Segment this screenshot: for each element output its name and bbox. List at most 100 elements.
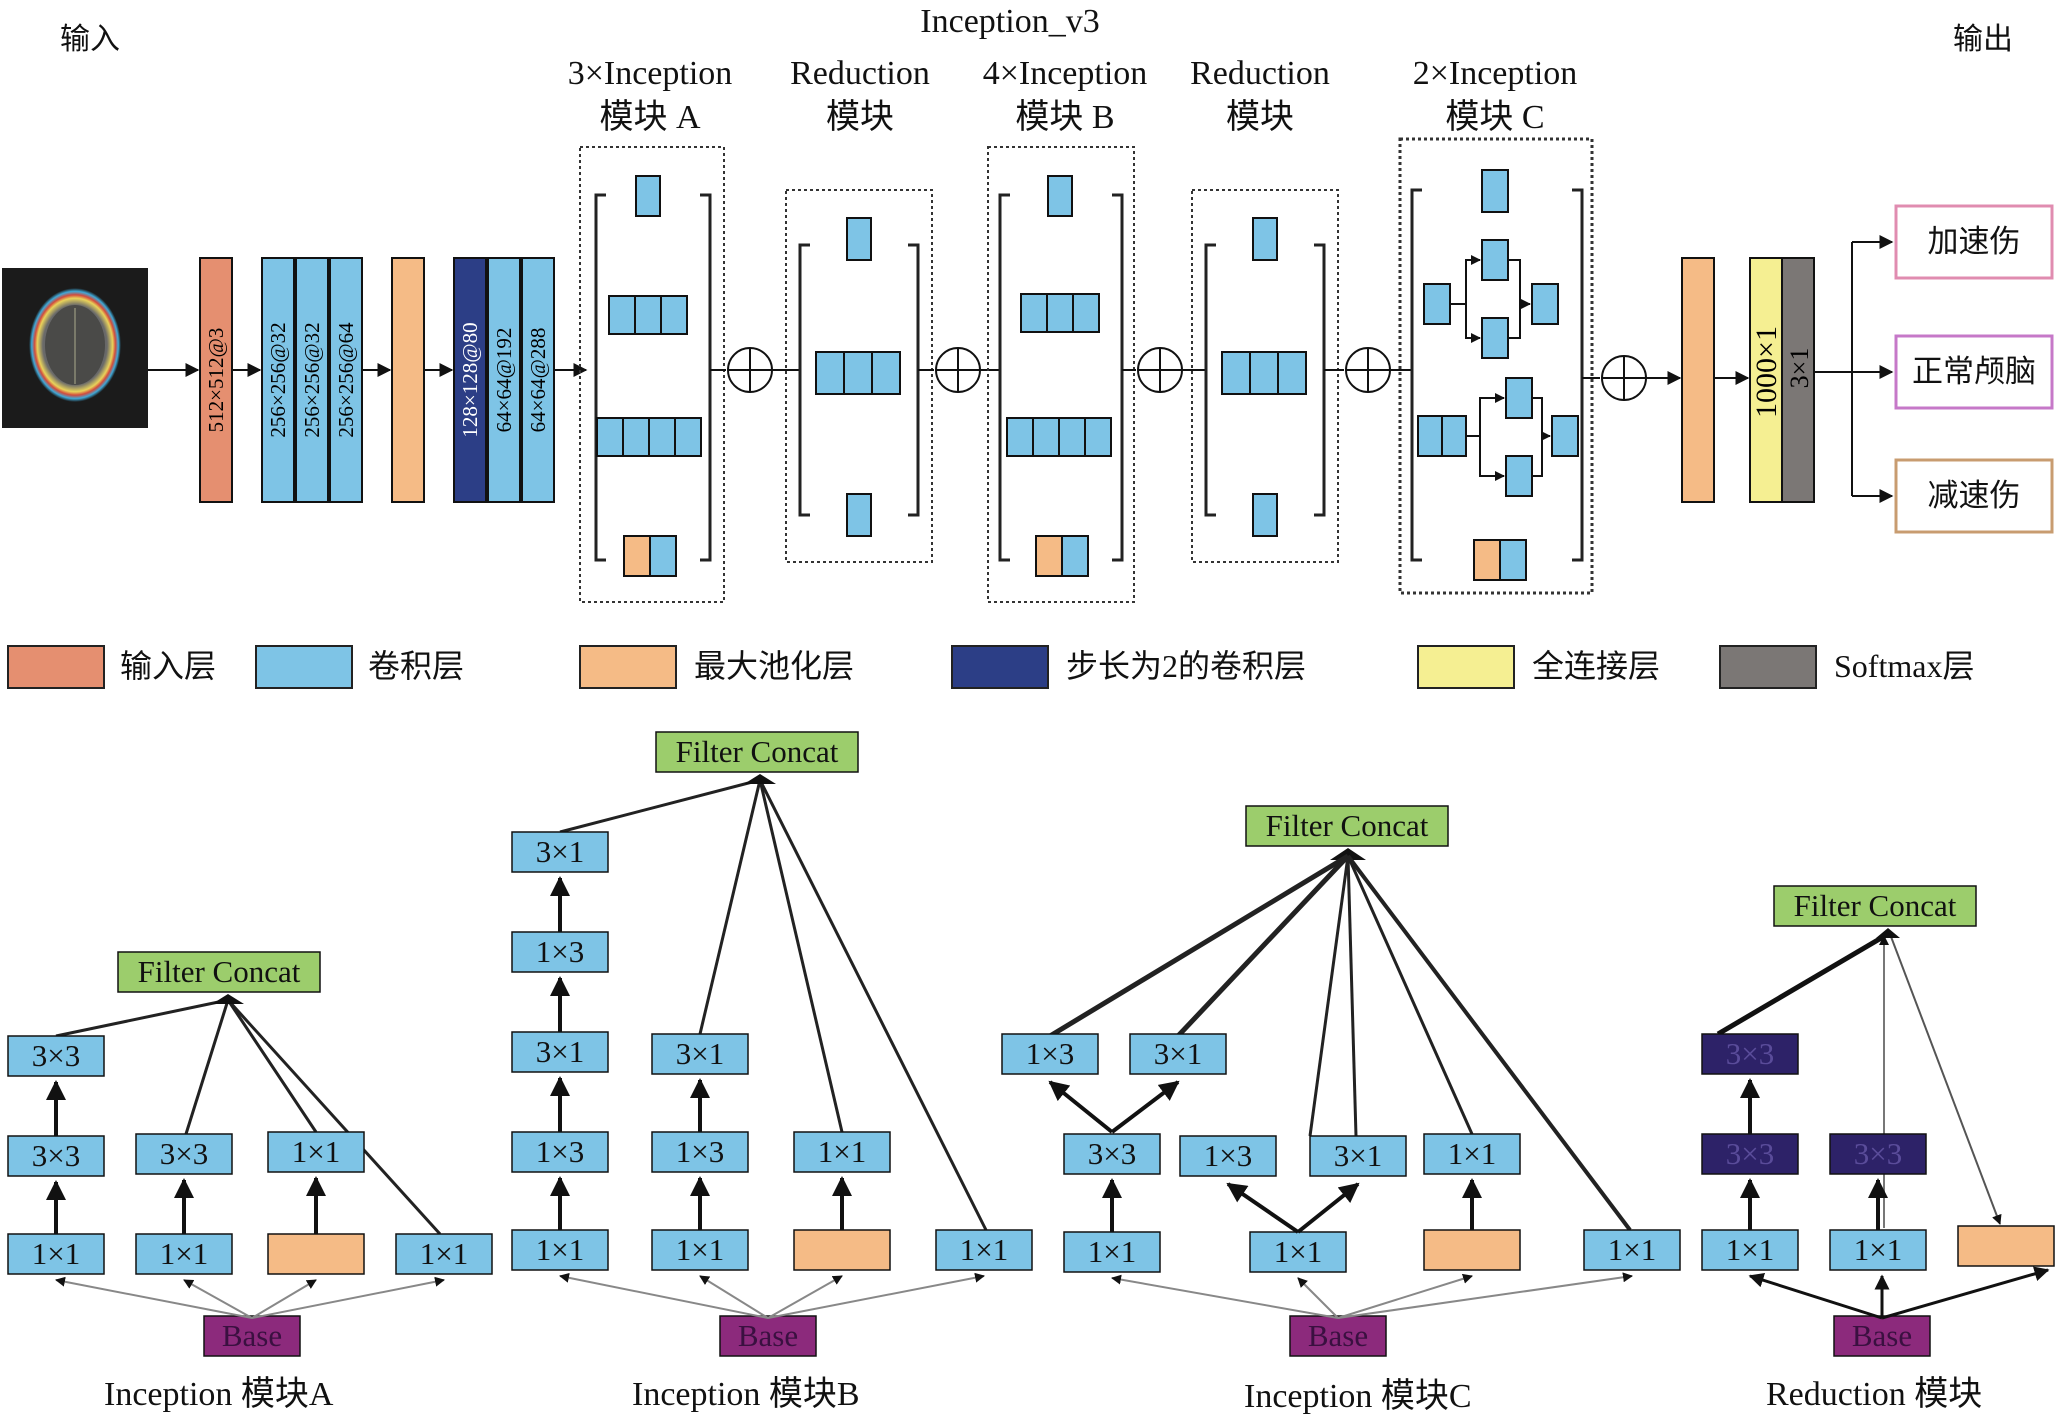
stride-conv-node	[1701, 1133, 1799, 1175]
conv-node	[511, 1229, 609, 1271]
conv-layer-block	[329, 257, 363, 503]
softmax-layer-block	[1781, 257, 1815, 503]
pool-node	[1957, 1225, 2055, 1267]
concat-circle-icon	[1137, 347, 1183, 393]
conv-layer-label: 64×64@288	[526, 328, 550, 433]
stride2-conv-block	[453, 257, 487, 503]
conv-node	[1179, 1135, 1277, 1177]
legend-label: 全连接层	[1532, 648, 1661, 684]
node-label: 3×1	[1333, 1138, 1383, 1173]
legend-label: 输入层	[120, 648, 217, 684]
legend-label: 最大池化层	[694, 648, 855, 684]
conv-node	[1129, 1033, 1227, 1075]
conv-node	[511, 1131, 609, 1173]
input-heading: 输入	[60, 23, 120, 56]
module-b-diagram	[511, 731, 1033, 1357]
stage-header-line2: 模块 C	[1445, 99, 1545, 137]
conv-layer-label: 256×256@32	[266, 322, 290, 437]
node-label: 1×1	[1087, 1234, 1137, 1269]
conv-layer-label: 256×256@32	[300, 322, 324, 437]
conv-node	[651, 1131, 749, 1173]
output-heading: 输出	[1953, 23, 2013, 56]
node-label: 3×3	[1853, 1136, 1903, 1171]
legend-label: Softmax层	[1834, 648, 1975, 684]
reduction-module-diagram	[1701, 885, 2055, 1357]
stage-inception-c	[1398, 137, 1594, 595]
module-c-diagram	[1001, 805, 1681, 1357]
conv-node	[1001, 1033, 1099, 1075]
network-title: Inception_v3	[920, 3, 1100, 40]
base-node	[1833, 1315, 1931, 1357]
output-box-acceleration	[1894, 204, 2054, 280]
module-a-diagram	[7, 951, 493, 1357]
node-label: 1×1	[159, 1236, 209, 1271]
node-label: 1×1	[535, 1232, 585, 1267]
output-label-acceleration: 加速伤	[1927, 224, 2021, 259]
base-label: Base	[221, 1318, 283, 1353]
input-layer-block	[199, 257, 233, 503]
stage-header-line2: 模块 A	[599, 99, 701, 137]
legend-label: 卷积层	[368, 648, 465, 684]
conv-node	[935, 1229, 1033, 1271]
node-label: 3×1	[675, 1036, 725, 1071]
maxpool-layer-block	[1681, 257, 1715, 503]
node-label: 1×1	[1607, 1232, 1657, 1267]
conv-node	[395, 1233, 493, 1275]
filter-concat-label: Filter Concat	[1265, 808, 1429, 843]
conv-node	[1063, 1133, 1161, 1175]
base-label: Base	[737, 1318, 799, 1353]
output-label-normal: 正常颅脑	[1912, 354, 2036, 389]
conv-node	[135, 1133, 233, 1175]
conv-layer-label: 256×256@64	[334, 322, 358, 438]
stage-header-line1: 2×Inception	[1412, 55, 1578, 92]
conv-layer-block	[261, 257, 295, 503]
stage-header-reduction-1: Reduction 模块	[760, 52, 960, 140]
stage-header-line1: Reduction	[790, 55, 930, 92]
maxpool-layer-block	[391, 257, 425, 503]
conv-node	[651, 1229, 749, 1271]
node-label: 1×1	[1447, 1136, 1497, 1171]
output-label-deceleration: 减速伤	[1927, 478, 2021, 513]
node-label: 1×1	[1853, 1232, 1903, 1267]
module-c-caption: Inception 模块C	[1244, 1378, 1472, 1415]
node-label: 3×3	[1725, 1036, 1775, 1071]
conv-node	[511, 831, 609, 873]
node-label: 1×1	[291, 1134, 341, 1169]
stage-inception-a	[579, 146, 725, 603]
output-box-normal	[1894, 334, 2054, 410]
stride-conv-node	[1701, 1033, 1799, 1075]
filter-concat-label: Filter Concat	[675, 734, 839, 769]
legend-swatch	[1719, 645, 1817, 689]
base-node	[719, 1315, 817, 1357]
conv-node	[1309, 1135, 1407, 1177]
node-label: 3×3	[31, 1138, 81, 1173]
node-label: 1×3	[535, 1134, 585, 1169]
stage-header-reduction-2: Reduction 模块	[1160, 52, 1360, 140]
filter-concat-box	[655, 731, 859, 773]
stage-header-inception-b: 4×Inception 模块 B	[955, 52, 1175, 140]
node-label: 1×3	[535, 934, 585, 969]
base-node	[1289, 1315, 1387, 1357]
legend-swatch	[1417, 645, 1515, 689]
input-layer-label: 512×512@3	[204, 328, 228, 433]
pool-node	[1423, 1229, 1521, 1271]
stage-header-line2: 模块	[1226, 99, 1294, 137]
reduction-module-caption: Reduction 模块	[1766, 1376, 1983, 1413]
stride-conv-node	[1829, 1133, 1927, 1175]
filter-concat-box	[1773, 885, 1977, 927]
node-label: 1×1	[959, 1232, 1009, 1267]
conv-layer-block	[487, 257, 521, 503]
stage-header-line1: Reduction	[1190, 55, 1330, 92]
node-label: 1×1	[419, 1236, 469, 1271]
stage-header-line1: 3×Inception	[567, 55, 733, 92]
pool-node	[793, 1229, 891, 1271]
pool-node	[267, 1233, 365, 1275]
module-b-caption: Inception 模块B	[632, 1376, 860, 1413]
node-label: 3×3	[1725, 1136, 1775, 1171]
module-a-caption: Inception 模块A	[104, 1376, 334, 1413]
conv-node	[1583, 1229, 1681, 1271]
filter-concat-box	[117, 951, 321, 993]
node-label: 3×3	[159, 1136, 209, 1171]
legend-swatch	[951, 645, 1049, 689]
